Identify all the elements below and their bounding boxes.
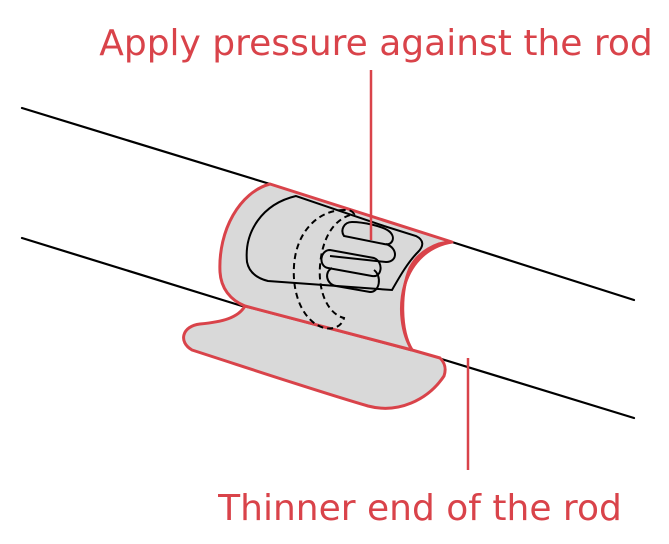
hidden-slot-outline	[292, 208, 356, 330]
rod-upper-edge-right	[450, 240, 636, 302]
rod-lower-edge-right	[410, 348, 636, 420]
clip-front-edge	[399, 240, 453, 351]
label-apply-pressure: Apply pressure against the rod	[99, 23, 653, 64]
label-thinner-end: Thinner end of the rod	[217, 488, 622, 529]
lever-slot-connector	[329, 243, 396, 264]
clip-tab	[182, 304, 447, 410]
lever-slot-loop	[326, 267, 380, 294]
lever-slot-upper	[341, 220, 394, 246]
rod	[20, 106, 636, 420]
rod-lower-edge-left	[20, 236, 244, 308]
clip-tongue-outline	[245, 194, 424, 292]
rod-upper-edge-left	[20, 106, 272, 186]
